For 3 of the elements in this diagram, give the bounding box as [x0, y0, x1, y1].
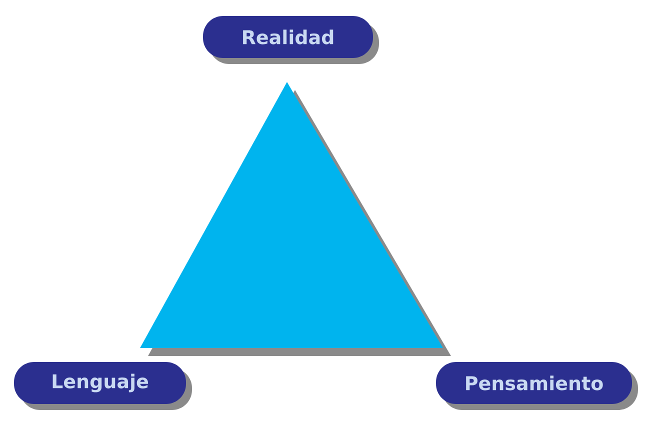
label-pill: Lenguaje: [14, 362, 192, 410]
label-pill: Realidad: [203, 16, 379, 64]
label-pill: Pensamiento: [436, 362, 638, 410]
